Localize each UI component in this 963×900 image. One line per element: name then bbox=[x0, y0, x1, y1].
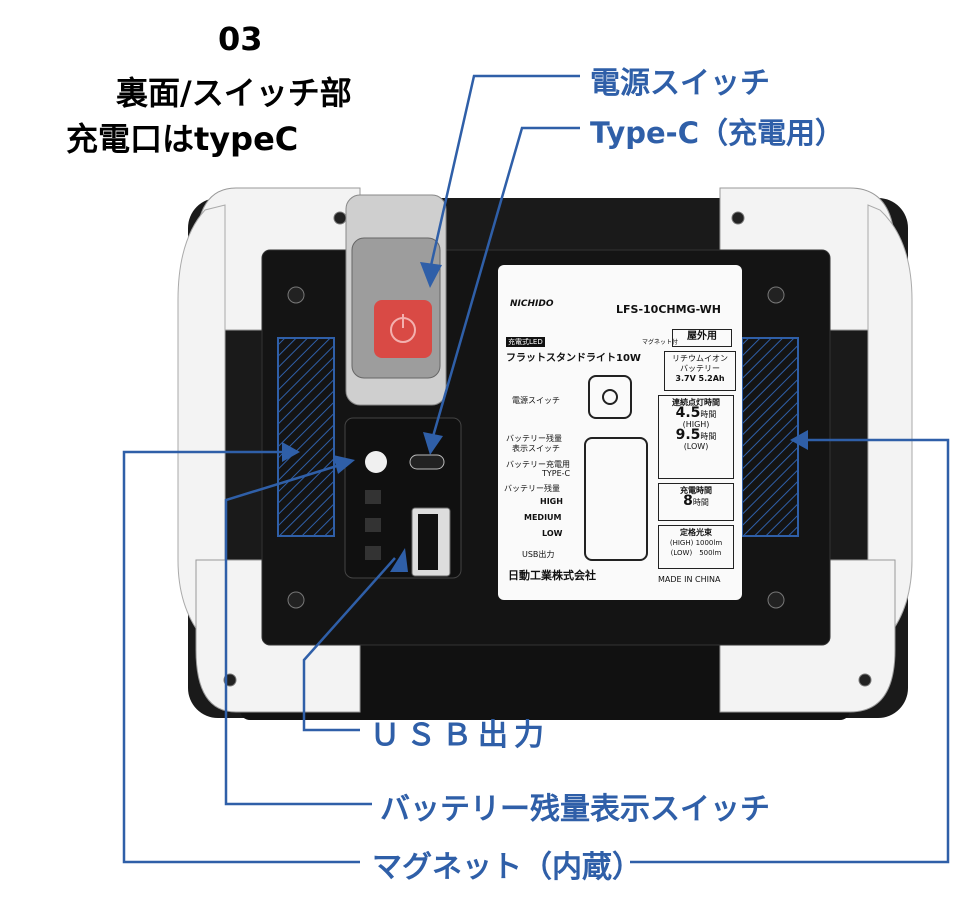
flux-low: (LOW) 500lm bbox=[670, 549, 722, 557]
heading-line1: 裏面/スイッチ部 bbox=[116, 74, 352, 112]
product-small: 充電式LED bbox=[506, 337, 545, 347]
product-name: フラットスタンドライト10W bbox=[506, 353, 641, 364]
magnet-area-left bbox=[277, 337, 335, 537]
charge-time-box: 充電時間 8時間 bbox=[658, 483, 734, 521]
company-name: 日動工業株式会社 bbox=[508, 569, 596, 582]
magnet-area-right bbox=[741, 337, 799, 537]
brand-logo: NICHIDO bbox=[510, 299, 554, 309]
label-power-switch: 電源スイッチ bbox=[512, 396, 560, 405]
heading-number: 03 bbox=[218, 20, 263, 58]
battery-spec-line2: バッテリー bbox=[680, 364, 720, 373]
label-battery-charge-1: バッテリー充電用 bbox=[506, 460, 570, 469]
label-usb-out: USB出力 bbox=[522, 550, 555, 559]
battery-spec-line1: リチウムイオン bbox=[672, 354, 728, 363]
runtime-low-unit: 時間 bbox=[700, 432, 717, 441]
runtime-high: 4.5 bbox=[675, 405, 701, 421]
runtime-title: 連続点灯時間 bbox=[672, 398, 720, 407]
battery-indicator-button bbox=[365, 451, 387, 473]
flux-high: (HIGH) 1000lm bbox=[669, 539, 723, 547]
charge-title: 充電時間 bbox=[680, 486, 712, 495]
label-battery-level: バッテリー残量 bbox=[504, 484, 560, 493]
battery-spec-box: リチウムイオン バッテリー 3.7V 5.2Ah bbox=[664, 351, 736, 391]
label-level-low: LOW bbox=[542, 529, 563, 538]
callout-magnet: マグネット（内蔵） bbox=[372, 850, 642, 885]
charge-unit: 時間 bbox=[692, 498, 709, 507]
callout-power-switch: 電源スイッチ bbox=[590, 66, 770, 101]
port-diagram bbox=[584, 437, 648, 561]
model-number: LFS-10CHMG-WH bbox=[616, 303, 721, 316]
runtime-high-unit: 時間 bbox=[700, 410, 717, 419]
runtime-low: 9.5 bbox=[675, 427, 701, 443]
heading-line2: 充電口はtypeC bbox=[66, 120, 299, 158]
charge-value: 8 bbox=[683, 493, 693, 509]
power-button bbox=[374, 300, 432, 358]
label-battery-charge-2: TYPE-C bbox=[542, 469, 571, 478]
label-level-high: HIGH bbox=[540, 497, 563, 506]
flux-box: 定格光束 (HIGH) 1000lm (LOW) 500lm bbox=[658, 525, 734, 569]
power-switch-icon bbox=[588, 375, 632, 419]
callout-usb-out: ＵＳＢ出力 bbox=[370, 718, 550, 753]
label-battery-indicator-2: 表示スイッチ bbox=[512, 444, 560, 453]
type-c-port bbox=[409, 454, 445, 470]
spec-label: NICHIDO LFS-10CHMG-WH 充電式LED フラットスタンドライト… bbox=[498, 265, 742, 600]
magnet-badge: マグネット付 bbox=[642, 339, 679, 346]
label-level-medium: MEDIUM bbox=[524, 513, 562, 522]
callout-battery-switch: バッテリー残量表示スイッチ bbox=[380, 792, 770, 827]
callout-type-c: Type-C（充電用） bbox=[590, 116, 844, 150]
battery-spec-line3: 3.7V 5.2Ah bbox=[675, 374, 725, 383]
runtime-high-mode: (HIGH) bbox=[682, 420, 710, 429]
origin-text: MADE IN CHINA bbox=[658, 575, 721, 584]
outdoor-badge: 屋外用 bbox=[672, 329, 732, 347]
runtime-box: 連続点灯時間 4.5時間 (HIGH) 9.5時間 (LOW) bbox=[658, 395, 734, 479]
runtime-low-mode: (LOW) bbox=[683, 442, 709, 451]
label-battery-indicator-1: バッテリー残量 bbox=[506, 434, 562, 443]
flux-title: 定格光束 bbox=[680, 528, 712, 537]
